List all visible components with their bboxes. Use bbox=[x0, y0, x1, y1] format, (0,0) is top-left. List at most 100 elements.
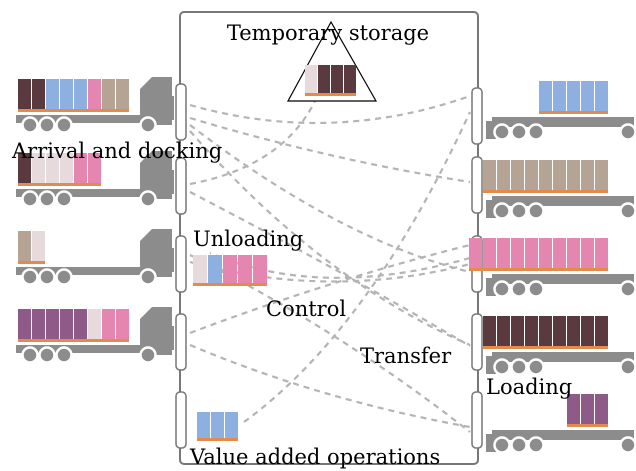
cargo-box bbox=[497, 160, 510, 190]
cargo-box bbox=[60, 79, 73, 109]
cargo-box bbox=[102, 79, 115, 109]
cargo-box bbox=[595, 160, 608, 190]
cargo-box bbox=[525, 160, 538, 190]
inbound-truck-4 bbox=[16, 307, 174, 364]
cargo-box bbox=[211, 412, 224, 438]
label-transfer: Transfer bbox=[360, 344, 452, 368]
cargo-box bbox=[497, 316, 510, 346]
cab-bumper bbox=[166, 96, 174, 120]
wheel bbox=[619, 123, 636, 141]
pallet bbox=[483, 190, 608, 193]
cab-bumper bbox=[166, 326, 174, 350]
cab bbox=[140, 77, 172, 125]
cargo-box bbox=[539, 316, 552, 346]
cargo-box bbox=[539, 160, 552, 190]
truck-cargo bbox=[18, 309, 129, 342]
trailer-platform bbox=[492, 117, 634, 127]
cargo-box bbox=[483, 316, 496, 346]
cab bbox=[140, 229, 172, 277]
truck-cargo bbox=[483, 316, 608, 349]
cargo-box bbox=[595, 394, 608, 424]
pallet bbox=[18, 339, 129, 342]
trailer-platform bbox=[16, 267, 156, 275]
label-arrival-docking: Arrival and docking bbox=[11, 139, 222, 163]
wheel bbox=[139, 346, 157, 364]
cargo-box bbox=[497, 238, 510, 268]
unloading-cargo bbox=[193, 255, 267, 286]
cargo-box bbox=[581, 394, 594, 424]
label-loading: Loading bbox=[486, 375, 572, 399]
cargo-box bbox=[74, 153, 87, 183]
truck-cargo bbox=[469, 238, 608, 271]
wheel bbox=[38, 116, 56, 134]
wheel bbox=[527, 202, 545, 220]
cab-bumper bbox=[166, 248, 174, 272]
outbound-truck-5 bbox=[486, 394, 636, 454]
cargo-box bbox=[116, 79, 129, 109]
truck-cargo bbox=[539, 81, 608, 114]
cargo-box bbox=[32, 309, 45, 339]
inbound-dock-door bbox=[175, 313, 187, 371]
cargo-box bbox=[102, 309, 115, 339]
cargo-box bbox=[18, 79, 31, 109]
wheel bbox=[21, 190, 39, 208]
cargo-box bbox=[567, 238, 580, 268]
flow-line bbox=[189, 191, 471, 347]
cargo-box bbox=[525, 238, 538, 268]
flow-line bbox=[189, 130, 471, 347]
wheel bbox=[510, 358, 528, 376]
flow-line bbox=[189, 124, 471, 274]
cargo-box bbox=[567, 394, 580, 424]
outbound-dock-door bbox=[471, 87, 483, 145]
cargo-box bbox=[223, 255, 237, 283]
cargo-box bbox=[581, 238, 594, 268]
wheel bbox=[527, 358, 545, 376]
wheel bbox=[527, 436, 545, 454]
cargo-box bbox=[539, 238, 552, 268]
wheel bbox=[55, 116, 73, 134]
cargo-box bbox=[595, 81, 608, 111]
outbound-truck-1 bbox=[486, 81, 636, 141]
unloading-pallet bbox=[193, 255, 267, 286]
pallet bbox=[18, 183, 101, 186]
truck-cargo bbox=[18, 231, 45, 264]
pallet bbox=[18, 261, 45, 264]
wheel bbox=[619, 358, 636, 376]
trailer-platform bbox=[16, 115, 156, 123]
pallet bbox=[18, 109, 129, 112]
truck-cargo bbox=[567, 394, 608, 427]
truck-cargo bbox=[483, 160, 608, 193]
cargo-box bbox=[253, 255, 267, 283]
cargo-box bbox=[60, 153, 73, 183]
inbound-truck-2 bbox=[16, 151, 174, 208]
cargo-box bbox=[553, 81, 566, 111]
trailer-platform bbox=[492, 352, 634, 362]
cargo-box bbox=[32, 79, 45, 109]
cab-bumper bbox=[486, 121, 496, 139]
cargo-box bbox=[581, 160, 594, 190]
cargo-box bbox=[469, 238, 482, 268]
cargo-box bbox=[318, 65, 330, 93]
cab-bumper bbox=[486, 434, 496, 452]
wheel bbox=[21, 268, 39, 286]
trailer-platform bbox=[16, 189, 156, 197]
label-unloading: Unloading bbox=[193, 227, 303, 251]
trailer-platform bbox=[16, 345, 156, 353]
outbound-truck-4 bbox=[483, 316, 636, 376]
pallet bbox=[469, 268, 608, 271]
cargo-box bbox=[88, 153, 101, 183]
value-added-pallet bbox=[197, 412, 238, 441]
wheel bbox=[139, 268, 157, 286]
inbound-dock-door bbox=[175, 235, 187, 293]
wheel bbox=[510, 202, 528, 220]
cargo-box bbox=[88, 309, 101, 339]
wheel bbox=[527, 123, 545, 141]
wheel bbox=[55, 268, 73, 286]
cargo-box bbox=[567, 81, 580, 111]
outbound-dock-door bbox=[471, 391, 483, 449]
cargo-box bbox=[595, 238, 608, 268]
cargo-box bbox=[46, 309, 59, 339]
truck-cargo bbox=[18, 79, 129, 112]
inbound-dock-door bbox=[175, 83, 187, 141]
pallet bbox=[197, 438, 238, 441]
